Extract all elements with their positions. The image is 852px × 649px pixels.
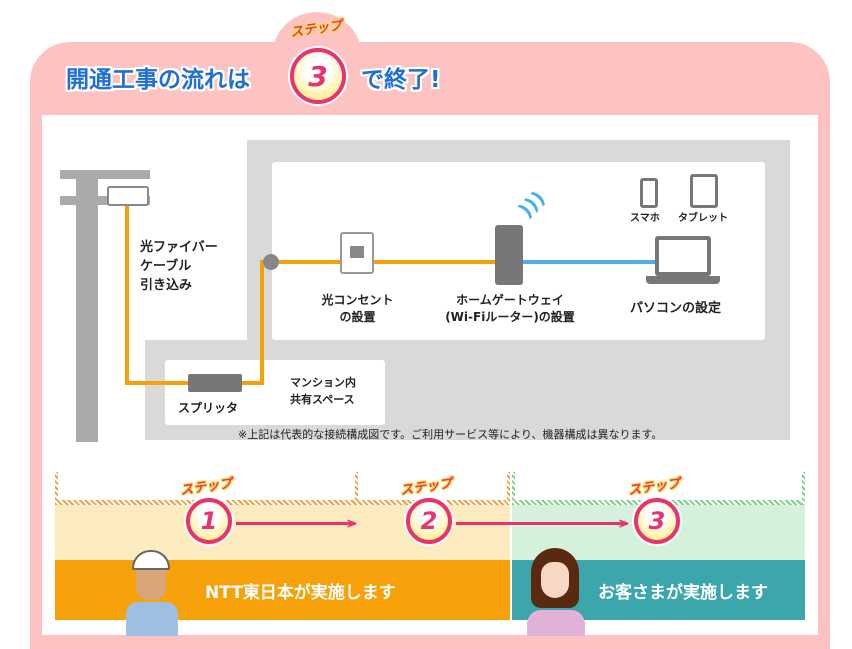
step-3-circle: 3: [634, 498, 680, 544]
fiber-cable: [262, 260, 495, 264]
arrow-1-2: [236, 522, 354, 525]
fiber-cable: [240, 381, 264, 385]
customer-band-label: お客さまが実施します: [598, 582, 768, 603]
outlet-label: 光コンセント: [321, 293, 394, 307]
title-step-circle: 3: [290, 48, 346, 104]
bracket: [55, 472, 58, 505]
closure-box: [107, 186, 149, 206]
ntt-band-label: NTT東日本が実施します: [205, 582, 396, 603]
title-after: で終了!: [361, 67, 441, 93]
laptop-icon: [655, 236, 711, 276]
laptop-base: [646, 276, 720, 284]
step-1-circle: 1: [186, 498, 232, 544]
tablet-icon: [690, 174, 718, 208]
router-label: ホームゲートウェイ: [456, 293, 564, 307]
smartphone-label: スマホ: [630, 213, 660, 224]
splitter-icon: [188, 374, 242, 392]
smartphone-icon: [640, 178, 658, 208]
fiber-cable: [125, 206, 129, 384]
bracket: [802, 472, 805, 505]
bracket: [507, 472, 510, 505]
outlet-label: の設置: [339, 310, 376, 324]
pc-label: パソコンの設定: [630, 301, 722, 316]
fiber-label: 引き込み: [140, 278, 193, 293]
title-before: 開通工事の流れは: [66, 67, 250, 93]
customer-woman-illustration: [525, 548, 587, 636]
utility-pole: [76, 170, 98, 442]
arrow-2-3: [456, 522, 626, 525]
fiber-label: 光ファイバー: [140, 240, 218, 255]
router-icon: [495, 225, 523, 285]
fiber-cable: [260, 260, 264, 385]
ntt-worker-illustration: [120, 550, 182, 636]
shared-space-label: 共有スペース: [290, 393, 355, 406]
bracket: [512, 472, 515, 505]
step-2-circle: 2: [406, 498, 452, 544]
shared-space-label: マンション内: [290, 376, 356, 389]
arrow-head-icon: >: [346, 516, 358, 532]
tablet-label: タブレット: [678, 213, 728, 224]
lan-cable: [522, 260, 655, 264]
router-label: (Wi-Fiルーター)の設置: [445, 310, 575, 324]
splitter-label: スプリッタ: [178, 401, 239, 415]
bracket: [355, 472, 358, 505]
diagram-note: ※上記は代表的な接続構成図です。ご利用サービス等により、機器構成は異なります。: [238, 428, 663, 441]
fiber-label: ケーブル: [140, 259, 192, 274]
bracket: [55, 500, 510, 505]
pole-crossbar: [60, 170, 150, 179]
shared-space-box: [165, 360, 385, 425]
optical-outlet-icon: [340, 232, 374, 274]
arrow-head-icon: >: [618, 516, 630, 532]
pole-crossbar: [60, 196, 150, 205]
wall-entry-icon: [263, 254, 279, 270]
fiber-cable: [125, 381, 190, 385]
